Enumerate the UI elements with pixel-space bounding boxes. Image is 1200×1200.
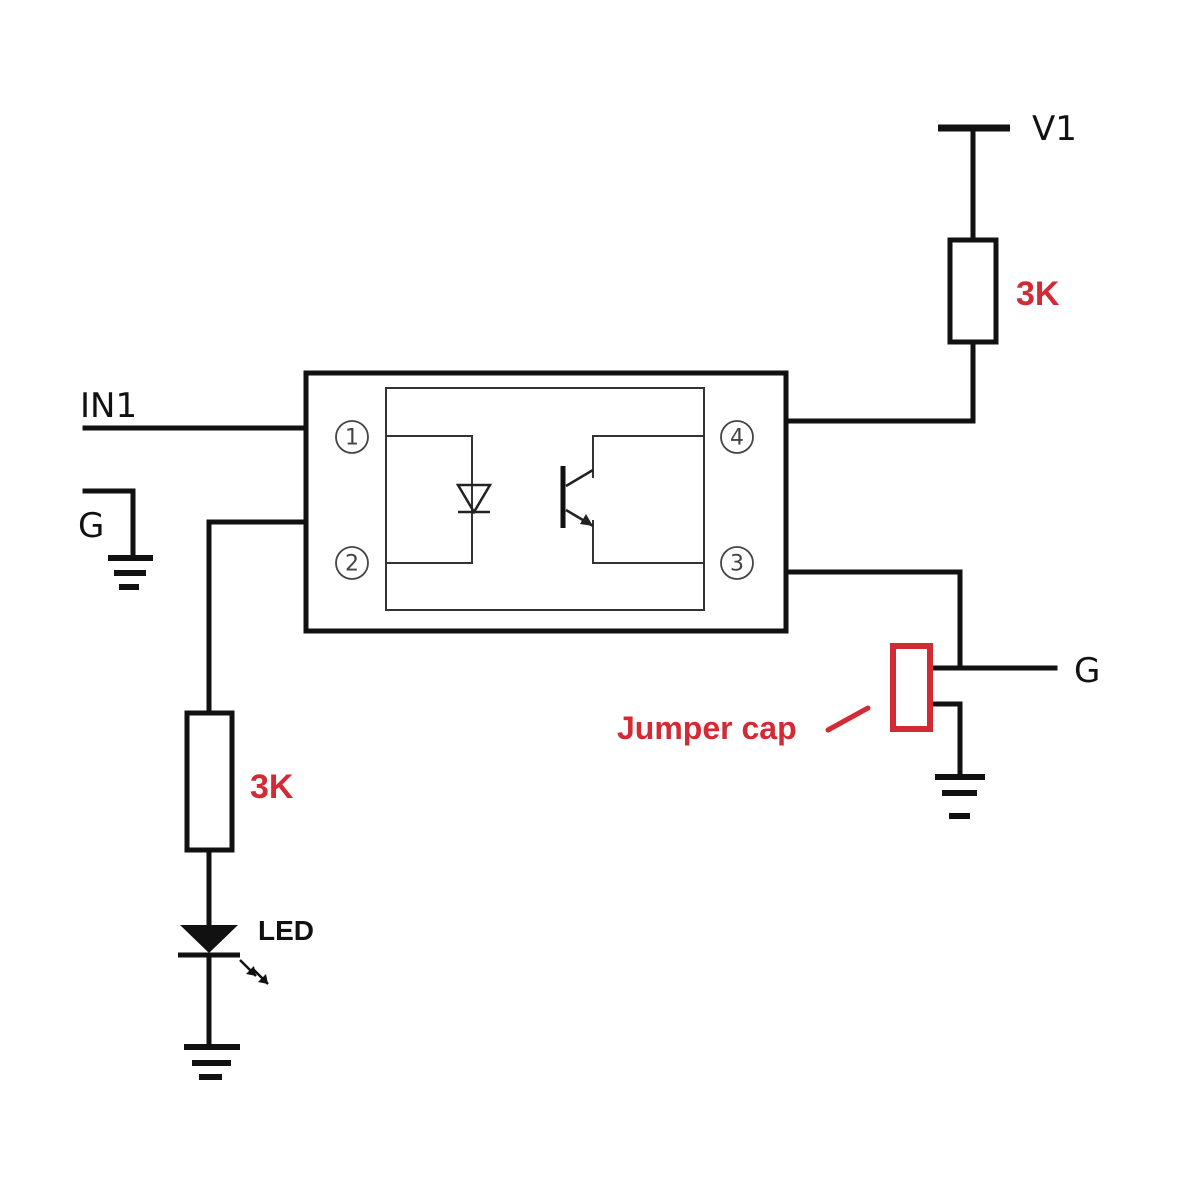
ground-icon — [108, 555, 153, 590]
pin-1-number: 1 — [345, 426, 359, 451]
pin-2: 2 — [335, 546, 369, 580]
transistor-icon — [560, 466, 594, 528]
pin-4: 4 — [720, 420, 754, 454]
pin3-wire — [783, 569, 963, 671]
g-right-label: G — [1074, 651, 1100, 691]
jumper-to-ground-wire — [927, 701, 963, 778]
pin-1: 1 — [335, 420, 369, 454]
pin-3: 3 — [720, 546, 754, 580]
inner-wire-pin4 — [592, 435, 704, 478]
pin-2-number: 2 — [345, 552, 359, 577]
pin-4-number: 4 — [730, 426, 744, 451]
optocoupler-package — [303, 370, 789, 634]
resistor-icon — [184, 710, 235, 853]
g-left-label: G — [78, 506, 104, 546]
diode-icon — [455, 483, 493, 515]
led-label: LED — [258, 915, 314, 946]
ground-icon — [935, 774, 985, 819]
jumper-cap — [890, 643, 933, 732]
optocoupler-inner-frame — [385, 387, 705, 611]
jumper-pointer-line — [825, 705, 871, 733]
r-bottom-label: 3K — [250, 768, 294, 806]
inner-wire-pin1 — [386, 435, 473, 564]
pin-3-number: 3 — [730, 552, 744, 577]
led-icon — [178, 925, 269, 985]
pin2-wire — [206, 519, 309, 716]
pin4-wire — [783, 339, 976, 424]
g-left-wire — [82, 488, 136, 560]
r-top-label: 3K — [1016, 275, 1060, 313]
inner-wire-pin3 — [592, 520, 704, 564]
in1-label: IN1 — [80, 386, 137, 426]
jumper-label: Jumper cap — [617, 710, 797, 746]
resistor-icon — [947, 237, 999, 345]
ground-icon — [184, 1044, 240, 1080]
v1-label: V1 — [1032, 109, 1077, 149]
